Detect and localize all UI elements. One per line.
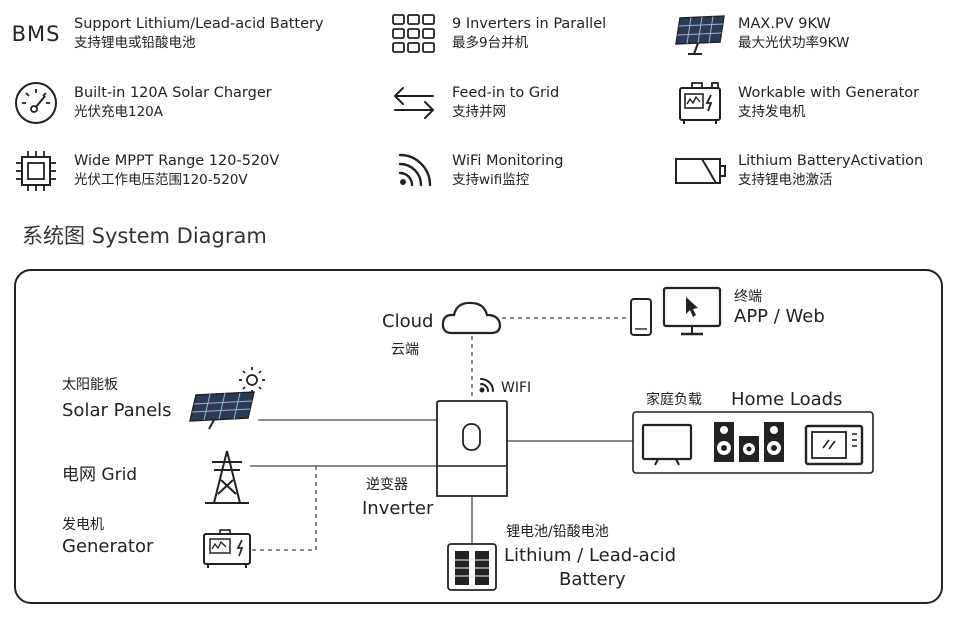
feature-wifi-en: WiFi Monitoring — [452, 153, 564, 169]
feature-generator-en: Workable with Generator — [738, 85, 920, 101]
feature-mppt-en: Wide MPPT Range 120-520V — [74, 153, 280, 169]
dashed-connections — [252, 317, 628, 551]
wifi-icon — [386, 147, 442, 195]
feature-generator-cn: 支持发电机 — [738, 104, 806, 120]
terminal-label-cn: 终端 — [734, 289, 762, 305]
bms-text-icon: BMS — [11, 22, 61, 46]
microwave-icon — [804, 424, 864, 466]
solar-label-en: Solar Panels — [62, 400, 172, 421]
generator-label-cn: 发电机 — [62, 517, 104, 533]
grid-nine-icon — [386, 10, 442, 58]
feature-mppt: Wide MPPT Range 120-520V 光伏工作电压范围120-520… — [8, 147, 279, 195]
cloud-icon — [441, 301, 502, 335]
home-loads-label-cn: 家庭负载 — [646, 391, 702, 408]
inverter-label-cn: 逆变器 — [366, 477, 408, 493]
amplifier-icon — [739, 436, 759, 462]
grid-label: 电网 Grid — [62, 465, 137, 485]
feature-parallel: 9 Inverters in Parallel 最多9台并机 — [386, 10, 606, 58]
inverter-label-en: Inverter — [362, 498, 434, 519]
feature-wifi-cn: 支持wifi监控 — [452, 172, 530, 188]
sun-icon — [239, 367, 265, 393]
feature-maxpv: MAX.PV 9KW 最大光伏功率9KW — [672, 10, 849, 58]
feature-maxpv-cn: 最大光伏功率9KW — [738, 35, 850, 51]
bidirectional-arrows-icon — [386, 79, 442, 127]
phone-icon — [630, 298, 652, 336]
inverter-icon — [436, 400, 508, 497]
power-tower-icon — [205, 450, 249, 504]
section-title: 系统图 System Diagram — [22, 224, 267, 248]
feature-maxpv-en: MAX.PV 9KW — [738, 16, 831, 32]
solar-panel-diagram-icon — [189, 391, 255, 430]
feature-feedin-en: Feed-in to Grid — [452, 85, 560, 101]
solid-connections — [250, 419, 633, 550]
generator-label-en: Generator — [62, 536, 154, 557]
speaker-right-icon — [764, 422, 784, 462]
feature-charger: Built-in 120A Solar Charger 光伏充电120A — [8, 79, 272, 127]
feature-parallel-cn: 最多9台并机 — [452, 35, 529, 51]
feature-battery-en: Lithium BatteryActivation — [738, 153, 924, 169]
battery-icon — [672, 147, 728, 195]
cloud-label-cn: 云端 — [391, 342, 419, 358]
feature-charger-en: Built-in 120A Solar Charger — [74, 85, 272, 101]
tv-icon — [641, 423, 693, 466]
feature-feedin-cn: 支持并网 — [452, 104, 506, 120]
generator-diagram-icon — [203, 529, 251, 568]
generator-icon — [672, 79, 728, 127]
diagram-frame — [14, 269, 943, 604]
wifi-small-icon — [479, 378, 494, 393]
feature-bms-en: Support Lithium/Lead-acid Battery — [74, 16, 324, 32]
cloud-label-en: Cloud — [382, 311, 433, 332]
battery-label-cn: 锂电池/铅酸电池 — [506, 524, 609, 540]
feature-feedin: Feed-in to Grid 支持并网 — [386, 79, 559, 127]
home-loads-label-en: Home Loads — [731, 389, 842, 410]
feature-generator: Workable with Generator 支持发电机 — [672, 79, 919, 127]
wifi-label: WIFI — [501, 380, 531, 396]
feature-bms: BMS Support Lithium/Lead-acid Battery 支持… — [8, 10, 324, 58]
chip-icon — [8, 147, 64, 195]
feature-battery: Lithium BatteryActivation 支持锂电池激活 — [672, 147, 923, 195]
solar-panel-icon — [672, 10, 728, 58]
battery-label-en-line1: Lithium / Lead-acid — [504, 545, 676, 566]
battery-pack-icon — [447, 543, 497, 591]
terminal-label-en: APP / Web — [734, 306, 825, 327]
battery-label-en-line2: Battery — [559, 569, 626, 590]
gauge-icon — [8, 79, 64, 127]
feature-wifi: WiFi Monitoring 支持wifi监控 — [386, 147, 564, 195]
feature-charger-cn: 光伏充电120A — [74, 104, 164, 120]
solar-label-cn: 太阳能板 — [62, 377, 118, 393]
feature-parallel-en: 9 Inverters in Parallel — [452, 16, 607, 32]
monitor-icon — [662, 286, 722, 336]
feature-mppt-cn: 光伏工作电压范围120-520V — [74, 172, 248, 188]
speaker-left-icon — [714, 422, 734, 462]
feature-bms-cn: 支持锂电或铅酸电池 — [74, 35, 196, 51]
home-loads-box — [632, 411, 874, 474]
feature-battery-cn: 支持锂电池激活 — [738, 172, 833, 188]
